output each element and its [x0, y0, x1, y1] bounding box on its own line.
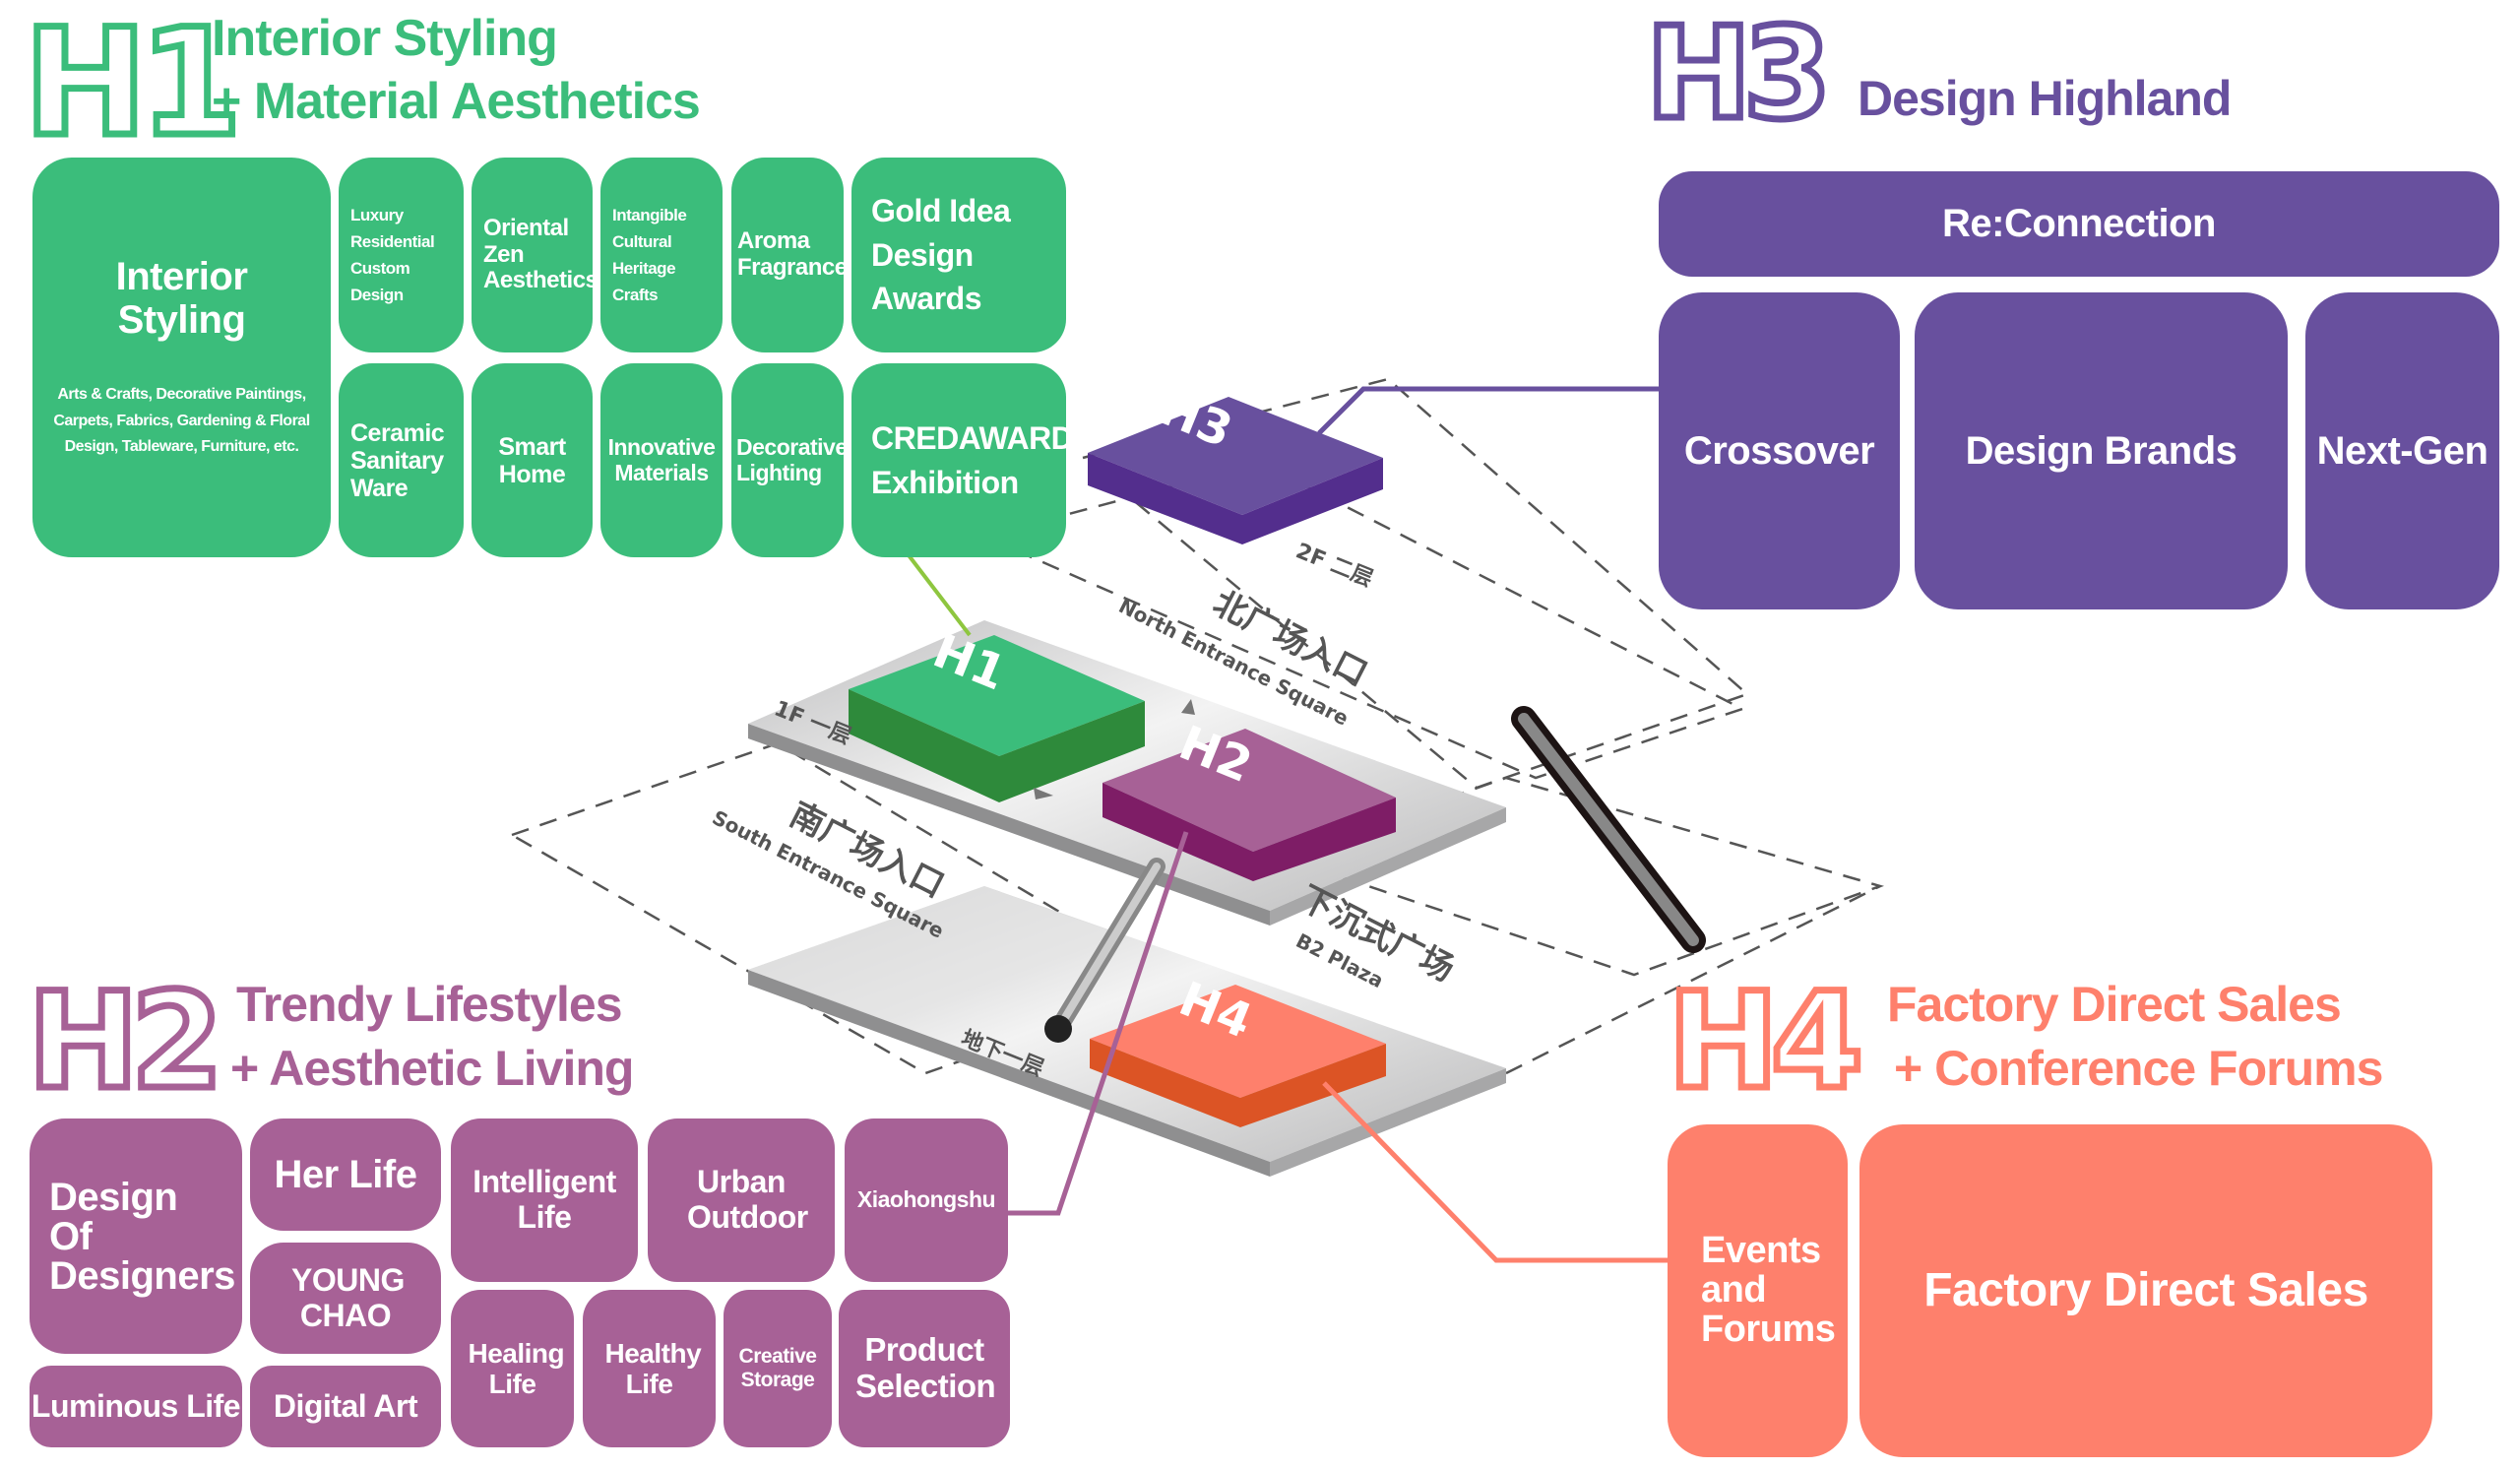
h1-item-innovative-materials[interactable]: Innovative Materials — [600, 363, 723, 557]
h4-code: H4 — [1665, 964, 1867, 1118]
h3-title: Design Highland — [1858, 71, 2232, 126]
h1-item-ceramic-sanitary[interactable]: Ceramic Sanitary Ware — [339, 363, 464, 557]
h1-title-line2: + Material Aesthetics — [212, 73, 701, 130]
h2-item-intelligent-life[interactable]: Intelligent Life — [451, 1118, 638, 1282]
connector-h4 — [1322, 1081, 1668, 1263]
h4-title-line1: Factory Direct Sales — [1887, 977, 2342, 1032]
connector-h2 — [1008, 831, 1189, 1216]
h1-item-aroma-fragrance[interactable]: Aroma Fragrance — [731, 158, 844, 352]
h3-item-crossover[interactable]: Crossover — [1659, 292, 1900, 609]
h3-item-next-gen[interactable]: Next-Gen — [2305, 292, 2499, 609]
h2-item-creative-storage[interactable]: Creative Storage — [724, 1290, 832, 1447]
arrow-up-icon — [1181, 699, 1195, 715]
h2-title-line1: Trendy Lifestyles — [236, 977, 622, 1032]
h1-main-title: Interior Styling — [115, 254, 248, 343]
h1-main-box[interactable]: Interior Styling Arts & Crafts, Decorati… — [32, 158, 331, 557]
connector-h1 — [904, 549, 972, 637]
hall-h3-block[interactable]: H3 — [1088, 381, 1383, 544]
h2-item-product-selection[interactable]: Product Selection — [839, 1290, 1010, 1447]
outline-2f — [1080, 377, 1750, 790]
h1-item-credaward[interactable]: CREDAWARD Exhibition — [851, 363, 1066, 557]
h2-item-healthy-life[interactable]: Healthy Life — [583, 1290, 716, 1447]
h1-main-subtitle: Arts & Crafts, Decorative Paintings, Car… — [53, 386, 310, 455]
connector-h3 — [1317, 386, 1659, 435]
h1-item-gold-idea-awards[interactable]: Gold Idea Design Awards — [851, 158, 1066, 352]
floor-2f-label: 2F 二层 — [1292, 539, 1376, 592]
h1-item-intangible-heritage[interactable]: Intangible Cultural Heritage Crafts — [600, 158, 723, 352]
h1-item-oriental-zen[interactable]: Oriental Zen Aesthetics — [472, 158, 593, 352]
h2-item-design-of-designers[interactable]: Design Of Designers — [30, 1118, 242, 1354]
escalator-east — [1511, 706, 1706, 953]
h2-item-luminous-life[interactable]: Luminous Life — [30, 1366, 242, 1447]
h2-item-healing-life[interactable]: Healing Life — [451, 1290, 574, 1447]
outline-link — [1505, 884, 1881, 1075]
h4-item-factory-direct-sales[interactable]: Factory Direct Sales — [1859, 1124, 2432, 1457]
h1-title-line1: Interior Styling — [212, 10, 558, 67]
h2-item-digital-art[interactable]: Digital Art — [250, 1366, 441, 1447]
escalator-south — [1044, 858, 1166, 1043]
hall-h1-block[interactable]: H1 — [849, 623, 1145, 802]
hall-h4-block[interactable]: H4 — [1090, 972, 1386, 1127]
h1-item-luxury-residential[interactable]: Luxury Residential Custom Design — [339, 158, 464, 352]
h2-item-xiaohongshu[interactable]: Xiaohongshu — [845, 1118, 1008, 1282]
arrow-right-icon — [1034, 788, 1053, 799]
h2-title-line2: + Aesthetic Living — [230, 1041, 634, 1096]
h1-item-decorative-lighting[interactable]: Decorative Lighting — [731, 363, 844, 557]
h2-code: H2 — [25, 964, 227, 1118]
h2-item-urban-outdoor[interactable]: Urban Outdoor — [648, 1118, 835, 1282]
h2-item-her-life[interactable]: Her Life — [250, 1118, 441, 1231]
h4-item-events-forums[interactable]: Events and Forums — [1668, 1124, 1848, 1457]
h3-item-design-brands[interactable]: Design Brands — [1915, 292, 2288, 609]
h3-item-reconnection[interactable]: Re:Connection — [1659, 171, 2499, 277]
h1-item-smart-home[interactable]: Smart Home — [472, 363, 593, 557]
h4-title-line2: + Conference Forums — [1894, 1041, 2383, 1096]
h3-code: H3 — [1642, 1, 1834, 148]
h2-item-young-chao[interactable]: YOUNG CHAO — [250, 1243, 441, 1354]
h1-code: H1 — [21, 0, 246, 169]
